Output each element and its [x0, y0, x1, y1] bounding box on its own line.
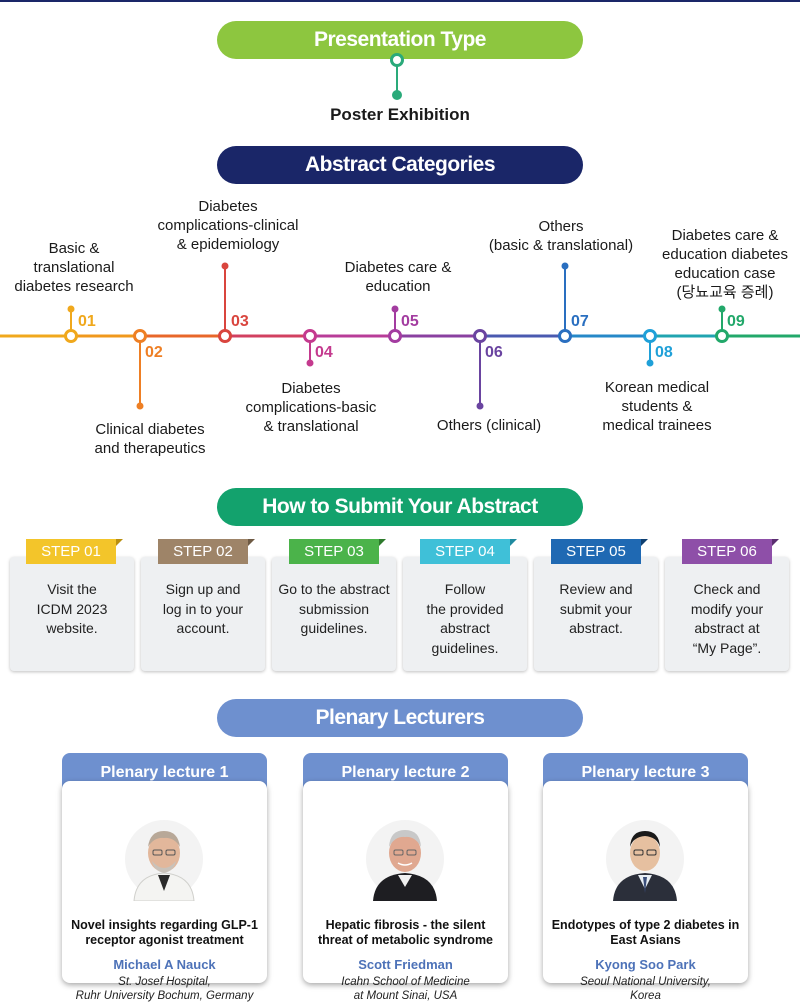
- step-text-04: Follow the provided abstract guidelines.: [426, 581, 504, 656]
- lecture-body-2: Hepatic fibrosis - the silent threat of …: [303, 781, 508, 1002]
- lecture-affiliation-3: Seoul National University, Korea: [580, 976, 711, 1002]
- lecture-body-1: Novel insights regarding GLP-1 receptor …: [62, 781, 267, 1002]
- step-tag-fold-06: [772, 539, 779, 546]
- step-tag-fold-04: [510, 539, 517, 546]
- category-label-06: Others (clinical): [436, 417, 542, 434]
- category-number-02: 02: [145, 344, 163, 361]
- step-tag-04: STEP 04: [420, 539, 510, 564]
- lecture-card-3: Plenary lecture 3 Endotypes of type 2 di…: [543, 753, 748, 1002]
- dot-05: [391, 305, 399, 313]
- step-card-05: Review and submit your abstract.: [534, 557, 658, 671]
- node-07: [558, 329, 572, 343]
- category-number-09: 09: [727, 313, 745, 330]
- step-tag-05: STEP 05: [551, 539, 641, 564]
- dot-02: [136, 402, 144, 410]
- category-number-01: 01: [78, 313, 96, 330]
- dot-04: [306, 359, 314, 367]
- dot-08: [646, 359, 654, 367]
- node-01: [64, 329, 78, 343]
- category-number-08: 08: [655, 344, 673, 361]
- category-label-05: Diabetes care & education: [344, 259, 452, 295]
- lecture-name-2: Scott Friedman: [358, 957, 453, 972]
- step-card-06: Check and modify your abstract at “My Pa…: [665, 557, 789, 671]
- dot-03: [221, 262, 229, 270]
- category-label-04: Diabetes complications-basic & translati…: [245, 380, 377, 435]
- presentation-connector: [396, 58, 398, 94]
- step-tag-fold-05: [641, 539, 648, 546]
- plenary-heading: Plenary Lecturers: [217, 699, 583, 737]
- category-label-03: Diabetes complications-clinical & epidem…: [157, 198, 299, 253]
- step-text-06: Check and modify your abstract at “My Pa…: [690, 581, 764, 656]
- lecture-title-1: Novel insights regarding GLP-1 receptor …: [71, 918, 258, 947]
- step-tag-01: STEP 01: [26, 539, 116, 564]
- lecture-card-1: Plenary lecture 1 Novel insights regardi…: [62, 753, 267, 1002]
- lecture-title-3: Endotypes of type 2 diabetes in East Asi…: [551, 918, 740, 947]
- dot-01: [67, 305, 75, 313]
- category-number-03: 03: [231, 313, 249, 330]
- abstract-categories-heading: Abstract Categories: [217, 146, 583, 184]
- categories-timeline: [0, 262, 800, 410]
- lecture-name-3: Kyong Soo Park: [595, 957, 696, 972]
- step-card-03: Go to the abstract submission guidelines…: [272, 557, 396, 671]
- step-tag-fold-01: [116, 539, 123, 546]
- lecture-card-2: Plenary lecture 2 Hepatic fibrosis - the…: [303, 753, 508, 1002]
- avatar: [125, 820, 203, 901]
- category-number-06: 06: [485, 344, 503, 361]
- category-label-09: Diabetes care & education diabetes educa…: [662, 227, 788, 301]
- step-tag-02: STEP 02: [158, 539, 248, 564]
- avatar: [606, 820, 684, 901]
- avatar: [366, 820, 444, 901]
- lecture-body-3: Endotypes of type 2 diabetes in East Asi…: [543, 781, 748, 1002]
- category-number-04: 04: [315, 344, 333, 361]
- dot-07: [561, 262, 569, 270]
- category-label-07: Others (basic & translational): [488, 218, 634, 254]
- presentation-connector-dot: [392, 90, 402, 100]
- step-tag-fold-03: [379, 539, 386, 546]
- node-08: [643, 329, 657, 343]
- step-card-04: Follow the provided abstract guidelines.: [403, 557, 527, 671]
- step-card-01: Visit the ICDM 2023 website.: [10, 557, 134, 671]
- step-tag-06: STEP 06: [682, 539, 772, 564]
- category-label-01: Basic & translational diabetes research: [14, 240, 134, 295]
- category-label-02: Clinical diabetes and therapeutics: [94, 421, 206, 457]
- node-05: [388, 329, 402, 343]
- node-02: [133, 329, 147, 343]
- lecture-affiliation-1: St. Josef Hospital, Ruhr University Boch…: [75, 976, 254, 1002]
- category-number-07: 07: [571, 313, 589, 330]
- dot-06: [476, 402, 484, 410]
- step-text-02: Sign up and log in to your account.: [162, 581, 244, 636]
- dot-09: [718, 305, 726, 313]
- lecture-affiliation-2: Icahn School of Medicine at Mount Sinai,…: [341, 976, 470, 1002]
- node-04: [303, 329, 317, 343]
- presentation-type-value: Poster Exhibition: [330, 105, 470, 124]
- step-text-01: Visit the ICDM 2023 website.: [36, 581, 108, 636]
- lecture-title-2: Hepatic fibrosis - the silent threat of …: [317, 918, 494, 947]
- node-09: [715, 329, 729, 343]
- submit-heading: How to Submit Your Abstract: [217, 488, 583, 526]
- step-card-02: Sign up and log in to your account.: [141, 557, 265, 671]
- step-tag-fold-02: [248, 539, 255, 546]
- presentation-type-heading: Presentation Type: [217, 21, 583, 59]
- step-tag-03: STEP 03: [289, 539, 379, 564]
- node-03: [218, 329, 232, 343]
- category-number-05: 05: [401, 313, 419, 330]
- top-border: [0, 0, 800, 2]
- lecture-name-1: Michael A Nauck: [113, 957, 216, 972]
- step-text-05: Review and submit your abstract.: [559, 581, 633, 636]
- category-label-08: Korean medical students & medical traine…: [602, 379, 712, 434]
- presentation-connector-ring: [390, 53, 404, 67]
- node-06: [473, 329, 487, 343]
- step-text-03: Go to the abstract submission guidelines…: [278, 581, 390, 636]
